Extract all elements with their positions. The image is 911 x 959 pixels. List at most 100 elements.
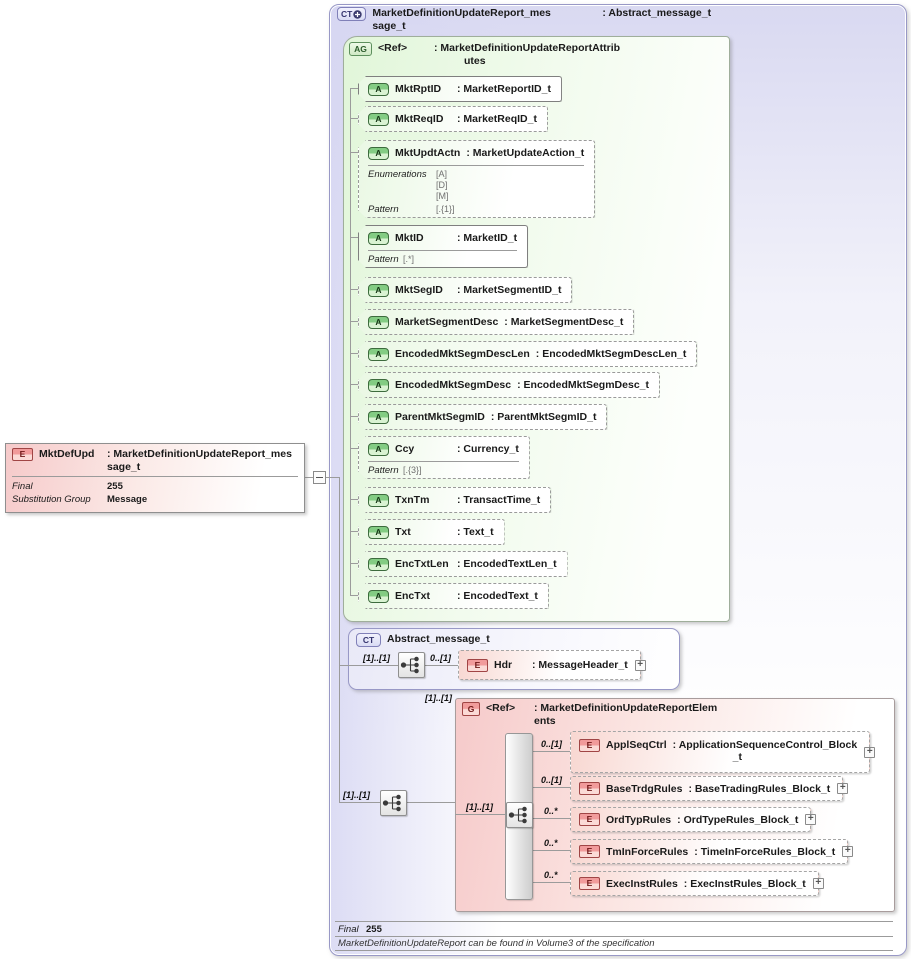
expand-button[interactable]: + bbox=[842, 846, 854, 857]
cardinality-label: 0..[1] bbox=[541, 775, 563, 785]
expand-button[interactable]: + bbox=[837, 783, 849, 794]
sequence-compositor-icon[interactable] bbox=[380, 790, 407, 816]
connector-line bbox=[325, 477, 339, 478]
complex-type-badge-icon: CT bbox=[337, 7, 367, 21]
element-row-TmInForceRules[interactable]: E TmInForceRules TimeInForceRules_Block_… bbox=[570, 839, 854, 864]
connector-line bbox=[350, 289, 359, 290]
attribute-row-ParentMktSegmID[interactable]: AParentMktSegmIDParentMktSegmID_t bbox=[358, 404, 607, 430]
attribute-row-EncTxtLen[interactable]: AEncTxtLenEncodedTextLen_t bbox=[358, 551, 568, 577]
element-type: ExecInstRules_Block_t bbox=[684, 878, 806, 890]
plus-disc-icon bbox=[353, 9, 363, 19]
facet-final: Final 255 bbox=[12, 481, 123, 492]
connector-line bbox=[407, 802, 455, 803]
connector-line bbox=[350, 152, 359, 153]
cardinality-label: 0..* bbox=[544, 838, 558, 848]
facet-enumerations: Enumerations [A][D][M] bbox=[368, 169, 449, 201]
connector-line bbox=[348, 665, 398, 666]
attribute-row-MktRptID[interactable]: AMktRptIDMarketReportID_t bbox=[358, 76, 562, 102]
element-row-Hdr[interactable]: E Hdr MessageHeader_t + bbox=[458, 650, 646, 680]
attribute-group-badge-icon: AG bbox=[349, 42, 372, 56]
attribute-row-MktReqID[interactable]: AMktReqIDMarketReqID_t bbox=[358, 106, 548, 132]
connector-line bbox=[533, 787, 570, 788]
facet-pattern: Pattern [.{1}] bbox=[368, 204, 455, 215]
collapse-toggle[interactable] bbox=[313, 471, 326, 484]
attribute-name: MktRptID bbox=[395, 83, 442, 95]
element-row-ExecInstRules[interactable]: E ExecInstRules ExecInstRules_Block_t + bbox=[570, 871, 824, 896]
cardinality-label: [1]..[1] bbox=[466, 802, 493, 812]
attribute-name: Ccy bbox=[395, 443, 415, 455]
attribute-row-MarketSegmentDesc[interactable]: AMarketSegmentDescMarketSegmentDesc_t bbox=[358, 309, 634, 335]
expand-button[interactable]: + bbox=[812, 878, 824, 889]
cardinality-label: 0..[1] bbox=[541, 739, 563, 749]
sequence-compositor-icon[interactable] bbox=[398, 652, 425, 678]
element-row-BaseTrdgRules[interactable]: E BaseTrdgRules BaseTradingRules_Block_t… bbox=[570, 776, 849, 801]
facet-pattern: Pattern [.*] bbox=[368, 254, 415, 265]
attribute-type: MarketUpdateAction_t bbox=[466, 147, 584, 159]
cardinality-label: [1]..[1] bbox=[363, 653, 390, 663]
attribute-row-MktID[interactable]: AMktIDMarketID_t Pattern [.*] bbox=[358, 225, 528, 268]
attribute-name: MktSegID bbox=[395, 284, 443, 296]
attribute-row-EncodedMktSegmDescLen[interactable]: AEncodedMktSegmDescLenEncodedMktSegmDesc… bbox=[358, 341, 697, 367]
attribute-type: EncodedText_t bbox=[457, 590, 538, 602]
attribute-type: Currency_t bbox=[457, 443, 519, 455]
connector-line bbox=[533, 850, 570, 851]
attribute-badge-icon: A bbox=[368, 526, 389, 539]
annotation-text: MarketDefinitionUpdateReport can be foun… bbox=[338, 938, 655, 949]
divider bbox=[368, 250, 517, 251]
attribute-row-EncTxt[interactable]: AEncTxtEncodedText_t bbox=[358, 583, 549, 609]
root-element-box[interactable]: E MktDefUpd MarketDefinitionUpdateReport… bbox=[5, 443, 305, 513]
attribute-row-MktSegID[interactable]: AMktSegIDMarketSegmentID_t bbox=[358, 277, 572, 303]
attribute-row-TxnTm[interactable]: ATxnTmTransactTime_t bbox=[358, 487, 551, 513]
attribute-row-Ccy[interactable]: ACcyCurrency_t Pattern [.{3}] bbox=[358, 436, 530, 479]
attribute-group-ref: <Ref> bbox=[378, 42, 408, 54]
element-name: ExecInstRules bbox=[606, 877, 678, 890]
attribute-type: EncodedMktSegmDesc_t bbox=[517, 379, 649, 391]
expand-button[interactable]: + bbox=[805, 814, 817, 825]
attribute-type: MarketSegmentDesc_t bbox=[504, 316, 623, 328]
attribute-row-MktUpdtActn[interactable]: AMktUpdtActnMarketUpdateAction_t Enumera… bbox=[358, 140, 595, 218]
attribute-badge-icon: A bbox=[368, 147, 389, 160]
attribute-name: EncTxtLen bbox=[395, 558, 449, 570]
element-type: TimeInForceRules_Block_t bbox=[694, 846, 836, 858]
element-row-ApplSeqCtrl[interactable]: E ApplSeqCtrl ApplicationSequenceControl… bbox=[570, 731, 876, 773]
root-element-type: MarketDefinitionUpdateReport_mes sage_t bbox=[107, 448, 292, 474]
footer-final-label: Final bbox=[338, 924, 359, 935]
attribute-badge-icon: A bbox=[368, 494, 389, 507]
attribute-row-EncodedMktSegmDesc[interactable]: AEncodedMktSegmDescEncodedMktSegmDesc_t bbox=[358, 372, 660, 398]
expand-button[interactable]: + bbox=[634, 660, 646, 671]
attribute-name: EncodedMktSegmDescLen bbox=[395, 348, 530, 360]
element-group-type: MarketDefinitionUpdateReportElem ents bbox=[534, 702, 717, 728]
connector-line bbox=[350, 499, 359, 500]
attribute-type: TransactTime_t bbox=[457, 494, 540, 506]
connector-line bbox=[350, 384, 359, 385]
sequence-compositor-icon[interactable] bbox=[506, 802, 533, 828]
attribute-group-header: AG <Ref> MarketDefinitionUpdateReportAtt… bbox=[349, 42, 620, 68]
divider bbox=[335, 950, 893, 951]
attribute-type: MarketReqID_t bbox=[457, 113, 537, 125]
attribute-type: MarketReportID_t bbox=[457, 83, 551, 95]
attribute-badge-icon: A bbox=[368, 590, 389, 603]
cardinality-label: [1]..[1] bbox=[425, 693, 452, 703]
attribute-type: ParentMktSegmID_t bbox=[491, 411, 597, 423]
element-row-OrdTypRules[interactable]: E OrdTypRules OrdTypeRules_Block_t + bbox=[570, 807, 817, 832]
root-element-name: MktDefUpd bbox=[39, 448, 95, 460]
element-name: OrdTypRules bbox=[606, 813, 672, 826]
expand-button[interactable]: + bbox=[864, 747, 876, 758]
connector-line bbox=[350, 416, 359, 417]
element-name: Hdr bbox=[494, 659, 513, 671]
connector-line bbox=[339, 665, 348, 666]
element-badge-icon: E bbox=[579, 739, 600, 752]
element-badge-icon: E bbox=[467, 658, 488, 672]
connector-line bbox=[350, 448, 359, 449]
element-name: BaseTrdgRules bbox=[606, 782, 683, 795]
connector-trunk-line bbox=[339, 477, 340, 803]
cardinality-label: 0..* bbox=[544, 806, 558, 816]
element-name: ApplSeqCtrl bbox=[606, 739, 667, 751]
element-group-header: G <Ref> MarketDefinitionUpdateReportElem… bbox=[462, 702, 717, 728]
attribute-row-Txt[interactable]: ATxtText_t bbox=[358, 519, 505, 545]
complex-type-name: MarketDefinitionUpdateReport_mes sage_t bbox=[372, 7, 551, 32]
connector-line bbox=[350, 321, 359, 322]
attribute-type: Text_t bbox=[457, 526, 494, 538]
element-badge-icon: E bbox=[12, 448, 33, 461]
attribute-badge-icon: A bbox=[368, 379, 389, 392]
